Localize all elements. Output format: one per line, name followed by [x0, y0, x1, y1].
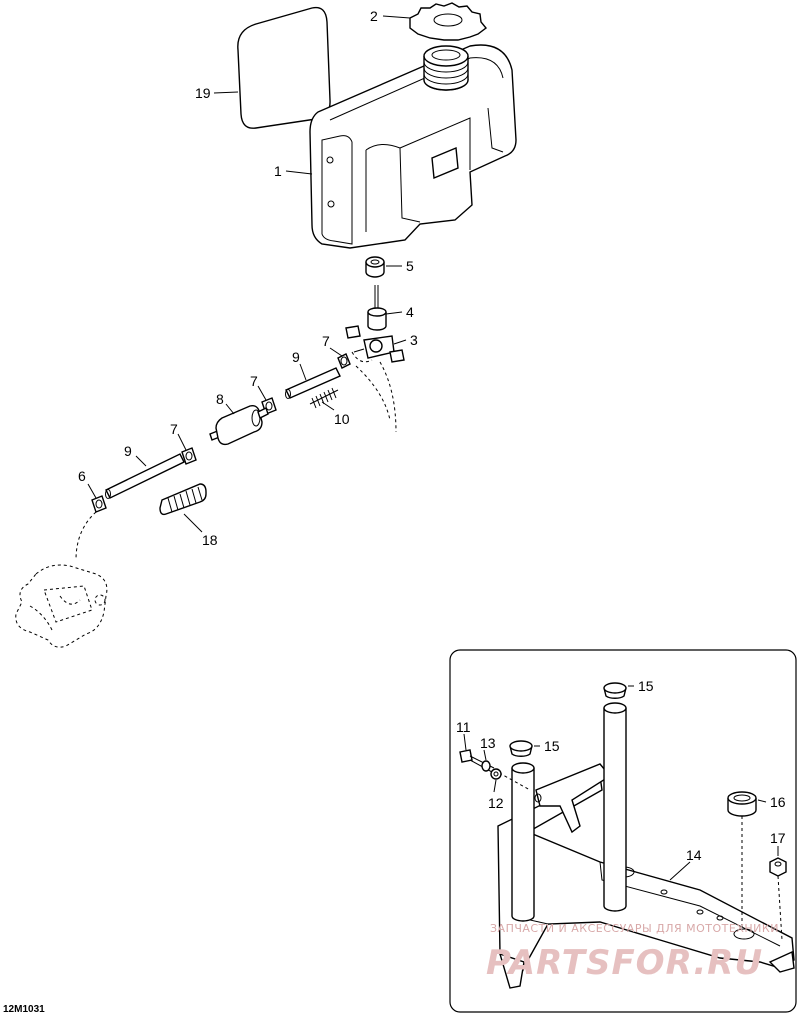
callout-labels: 2 19 1 5 4 3 7 9 10 7 8 7 9 6 18 11 13 1… [78, 8, 786, 863]
label-part-8: 8 [216, 391, 224, 407]
label-part-17: 17 [770, 830, 786, 846]
watermark-line2: PARTSFOR.RU [486, 943, 763, 983]
label-part-9-upper: 9 [292, 349, 300, 365]
label-part-7-mid: 7 [250, 373, 258, 389]
label-part-7-lower: 7 [170, 421, 178, 437]
nut-part-17 [769, 857, 787, 941]
label-part-3: 3 [410, 332, 418, 348]
grommet-part-16 [727, 791, 757, 930]
label-part-10: 10 [334, 411, 350, 427]
decal-part-19 [237, 6, 331, 129]
label-part-5: 5 [406, 258, 414, 274]
hose-part-9-upper [285, 367, 341, 399]
carburetor-phantom [15, 564, 108, 648]
clamp-part-6 [91, 495, 107, 513]
grommet-part-5 [365, 256, 385, 278]
spring-part-10 [309, 387, 339, 409]
label-part-7-upper: 7 [322, 333, 330, 349]
label-part-2: 2 [370, 8, 378, 24]
label-part-13: 13 [480, 735, 496, 751]
label-part-6: 6 [78, 468, 86, 484]
label-part-4: 4 [406, 304, 414, 320]
drawing-code: 12M1031 [3, 1004, 45, 1015]
clamp-part-7-lower [181, 447, 197, 465]
leader-lines [87, 15, 779, 881]
label-part-12: 12 [488, 795, 504, 811]
inset-frame [449, 649, 797, 1013]
fuel-tank-part-1 [309, 44, 517, 249]
label-part-15-top: 15 [638, 678, 654, 694]
watermark: ЗАПЧАСТИ И АКСЕССУАРЫ ДЛЯ МОТОТЕХНИКИ PA… [486, 922, 779, 983]
label-part-19: 19 [195, 85, 211, 101]
hose-part-9-lower [105, 453, 185, 499]
label-part-14: 14 [686, 847, 702, 863]
filler-cap-part-2 [409, 2, 488, 41]
cap-part-15-lower [509, 740, 533, 757]
shutoff-valve-part-3 [345, 325, 405, 363]
nut-part-12 [490, 768, 502, 780]
cap-part-15-top [603, 682, 627, 699]
fuel-filter-part-8 [209, 404, 269, 446]
label-part-15-lower: 15 [544, 738, 560, 754]
valve-part-4 [367, 285, 387, 331]
label-part-11: 11 [456, 719, 471, 735]
support-frame-part-14 [497, 702, 795, 989]
spring-sleeve-part-18 [159, 483, 207, 516]
washer-part-13 [481, 760, 491, 772]
clamp-part-7-upper [337, 353, 351, 369]
label-part-1: 1 [274, 163, 282, 179]
label-part-16: 16 [770, 794, 786, 810]
label-part-18: 18 [202, 532, 218, 548]
watermark-line1: ЗАПЧАСТИ И АКСЕССУАРЫ ДЛЯ МОТОТЕХНИКИ [490, 922, 779, 935]
label-part-9-lower: 9 [124, 443, 132, 459]
